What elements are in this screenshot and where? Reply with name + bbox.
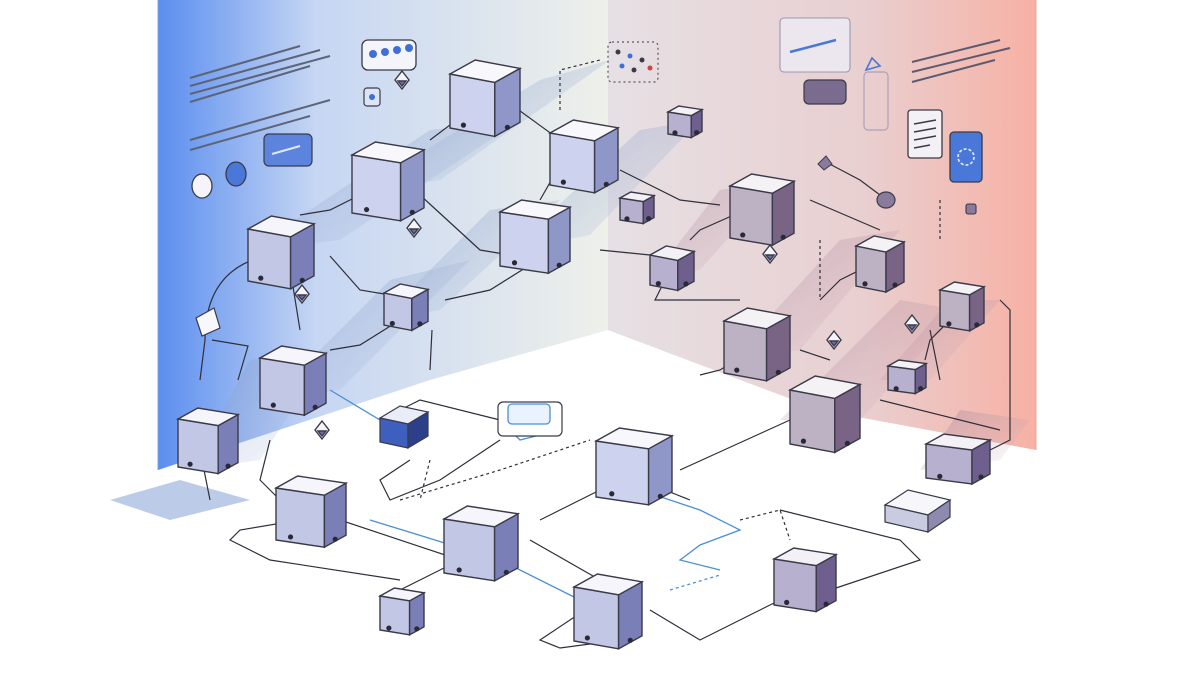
cube-node [647,245,697,292]
cube-node [273,475,349,549]
blue-node [378,405,430,450]
cube-node [547,119,621,194]
cube-node [349,141,427,222]
tray-node [497,401,563,437]
cube-node [593,427,675,506]
cube-node [497,199,573,275]
cube-node [245,215,317,290]
pin-icon [817,155,977,215]
cube-node [617,191,657,225]
text-lines-icon [189,45,331,151]
loading-circle-icon [949,131,983,183]
card-outline-icon [863,71,889,131]
cube-node [381,283,431,332]
cube-node [937,281,987,332]
toggle-card-icon [263,133,313,167]
cube-node [447,59,523,138]
cube-node [175,407,241,475]
cube-node [885,359,929,395]
diamond-marker-icon [294,283,310,305]
diamond-marker-icon [394,69,410,91]
cube-node [571,573,645,650]
text-lines-icon [911,39,1011,83]
pill-toggle-icon [803,79,847,105]
radio-button-icon [191,161,247,199]
cube-nodes [175,59,993,650]
cube-node [853,235,907,294]
cube-node [727,173,797,247]
diamond-marker-icon [762,243,778,265]
dots-menu-icon [607,41,659,83]
cube-node [771,547,839,613]
document-icon [907,109,943,159]
diamond-marker-icon [826,329,842,351]
flag-icon [195,307,221,337]
diamond-markers [294,69,920,441]
diamond-marker-icon [406,217,422,239]
cube-node [441,505,521,582]
text-field-icon [779,17,851,73]
small-square-icon [363,87,381,107]
flat-slab-node [883,489,952,534]
cube-node [923,433,993,486]
cube-node [377,587,427,636]
cube-node [665,105,705,139]
cube-node [257,345,329,417]
pill-button-icon [361,39,417,71]
triangle-icon [864,56,882,72]
diamond-marker-icon [314,419,330,441]
cube-node [721,307,793,382]
cube-node [787,375,863,454]
diamond-marker-icon [904,313,920,335]
